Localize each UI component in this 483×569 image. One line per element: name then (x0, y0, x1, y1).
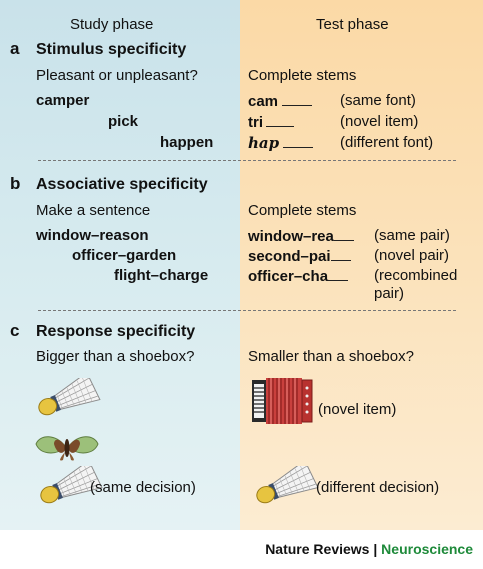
test-stem-row: officer–cha (248, 267, 349, 286)
section-a-title: Stimulus specificity (36, 41, 187, 58)
condition-note: (different decision) (316, 479, 440, 496)
condition-note: (same decision) (90, 479, 196, 496)
section-c-test-prompt: Smaller than a shoebox? (248, 348, 414, 365)
section-c-letter: c (10, 321, 20, 340)
word-stem: tri (248, 114, 263, 131)
condition-note: (same pair) (374, 227, 450, 244)
condition-note: (novel item) (318, 401, 397, 418)
section-c-study-prompt: Bigger than a shoebox? (36, 348, 195, 365)
section-a-test-prompt: Complete stems (248, 67, 357, 84)
section-divider (38, 310, 456, 311)
stem-blank (330, 247, 351, 261)
shuttlecock-icon (40, 466, 103, 504)
condition-note: pair) (374, 285, 405, 302)
section-divider (38, 160, 456, 161)
footer-credit: Nature Reviews | Neuroscience (265, 541, 473, 557)
test-stem-row: window–rea (248, 227, 354, 246)
word-stem: hap (248, 134, 280, 152)
section-b-study-prompt: Make a sentence (36, 202, 151, 219)
section-b-test-prompt: Complete stems (248, 202, 357, 219)
condition-note: (different font) (340, 134, 434, 151)
section-b-letter: b (10, 174, 21, 193)
study-word-pair: window–reason (36, 227, 149, 244)
footer-brand: Nature Reviews (265, 541, 370, 557)
stem-blank (266, 113, 294, 127)
condition-note: (novel pair) (374, 247, 450, 264)
butterfly-icon (35, 436, 99, 461)
section-c-title: Response specificity (36, 323, 196, 340)
section-b-title: Associative specificity (36, 176, 208, 193)
stem-blank (282, 92, 313, 106)
accordion-icon (252, 378, 313, 424)
condition-note: (novel item) (340, 113, 419, 130)
shuttlecock-icon (38, 378, 101, 416)
test-stem-row: cam (248, 92, 313, 111)
word-stem: second–pai (248, 248, 331, 265)
study-word-pair: flight–charge (114, 267, 209, 284)
test-stem-row: tri (248, 113, 294, 132)
study-word: camper (36, 92, 90, 109)
word-stem: cam (248, 93, 279, 110)
stem-blank (328, 267, 349, 281)
stem-blank (283, 134, 314, 148)
study-word: happen (160, 134, 214, 151)
study-phase-header: Study phase (70, 16, 154, 33)
stem-blank (333, 227, 354, 241)
test-phase-header: Test phase (316, 16, 389, 33)
condition-note: (same font) (340, 92, 416, 109)
section-a-study-prompt: Pleasant or unpleasant? (36, 67, 198, 84)
footer-journal: Neuroscience (381, 541, 473, 557)
test-stem-row: second–pai (248, 247, 351, 266)
study-word-pair: officer–garden (72, 247, 177, 264)
study-word: pick (108, 113, 139, 130)
section-a-letter: a (10, 39, 20, 58)
test-stem-row: hap (248, 134, 314, 153)
word-stem: window–rea (248, 228, 334, 245)
shuttlecock-icon (256, 466, 319, 504)
footer-separator: | (373, 541, 378, 557)
test-phase-panel (240, 0, 483, 530)
word-stem: officer–cha (248, 268, 329, 285)
condition-note: (recombined (374, 267, 458, 284)
